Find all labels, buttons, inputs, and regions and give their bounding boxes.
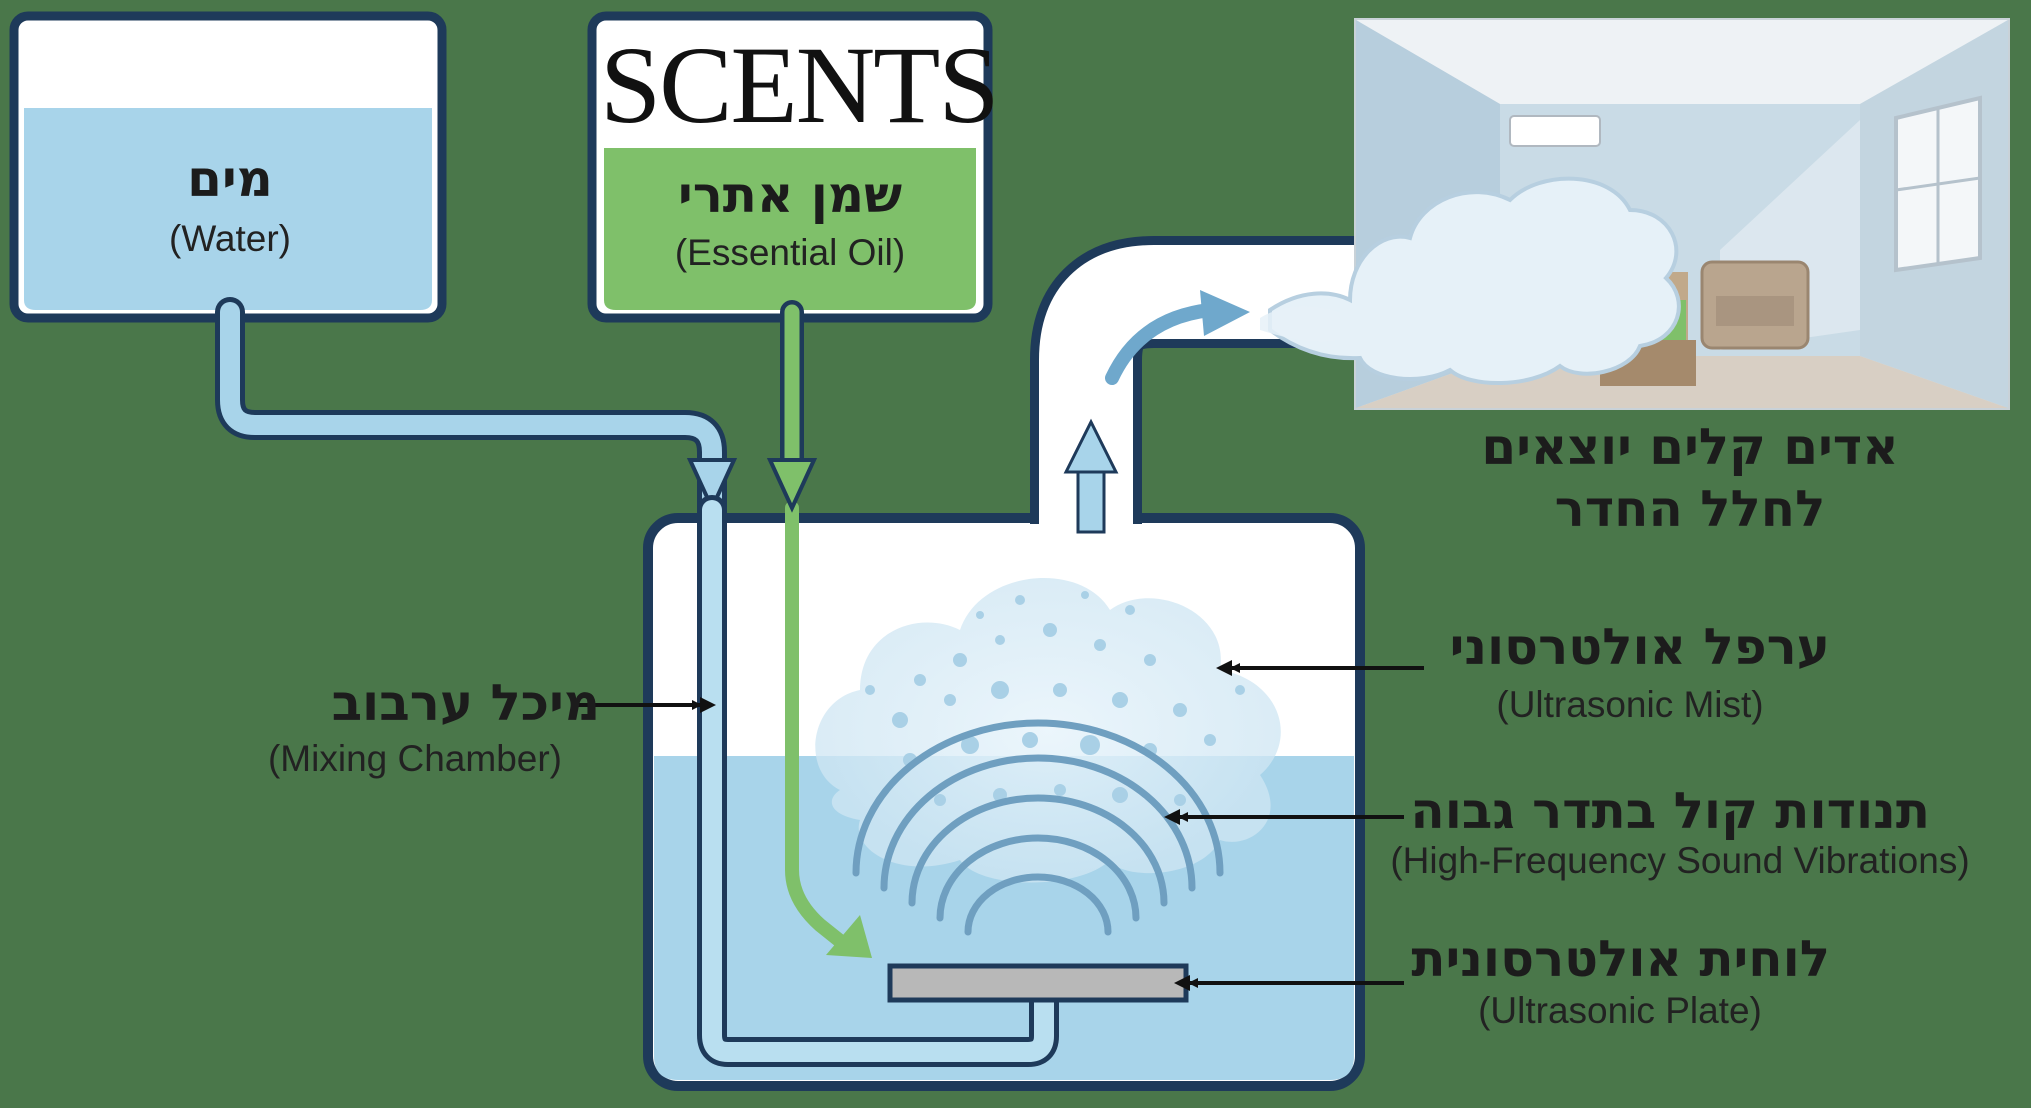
- outlet-pipe: [1030, 236, 1370, 524]
- room-mist-cloud: [1260, 176, 1681, 385]
- mixing-pipe: [697, 495, 1059, 1067]
- mist-label-en: (Ultrasonic Mist): [1496, 684, 1764, 725]
- water-label-en: (Water): [169, 218, 291, 259]
- water-label-he: מים: [187, 150, 273, 208]
- curved-flow-arrow: [1105, 290, 1250, 385]
- mixing-chamber-label-he: מיכל ערבוב: [331, 674, 600, 732]
- mixing-chamber-label-en: (Mixing Chamber): [267, 738, 562, 779]
- ultrasonic-mist-cloud: [815, 577, 1281, 883]
- plate-label-en: (Ultrasonic Plate): [1478, 990, 1762, 1031]
- oil-label-en: (Essential Oil): [674, 232, 906, 273]
- ultrasonic-plate: [887, 963, 1189, 1003]
- mist-label-he: ערפל אולטרסוני: [1449, 618, 1830, 676]
- oil-outlet-arrowhead: [826, 915, 872, 958]
- brand-logo: SCENTS: [600, 24, 1000, 146]
- room-label-line2: לחלל החדר: [1554, 480, 1826, 538]
- oil-pipe: [780, 300, 852, 952]
- plate-label-he: לוחית אולטרסונית: [1411, 930, 1830, 988]
- sound-vibrations: [852, 719, 1224, 936]
- upward-flow-arrow: [1063, 418, 1119, 534]
- water-tank: [9, 11, 447, 323]
- room-label-line1: אדים קלים יוצאים: [1481, 418, 1899, 476]
- vibrations-label-en: (High-Frequency Sound Vibrations): [1390, 840, 1970, 881]
- water-flow-arrowhead: [686, 458, 738, 513]
- air-conditioner-icon: [1509, 115, 1601, 147]
- vibrations-label-he: תנודות קול בתדר גבוה: [1410, 782, 1930, 840]
- oil-tank: [587, 11, 993, 323]
- oil-label-he: שמן אתרי: [677, 166, 903, 224]
- oil-flow-arrowhead: [766, 458, 818, 513]
